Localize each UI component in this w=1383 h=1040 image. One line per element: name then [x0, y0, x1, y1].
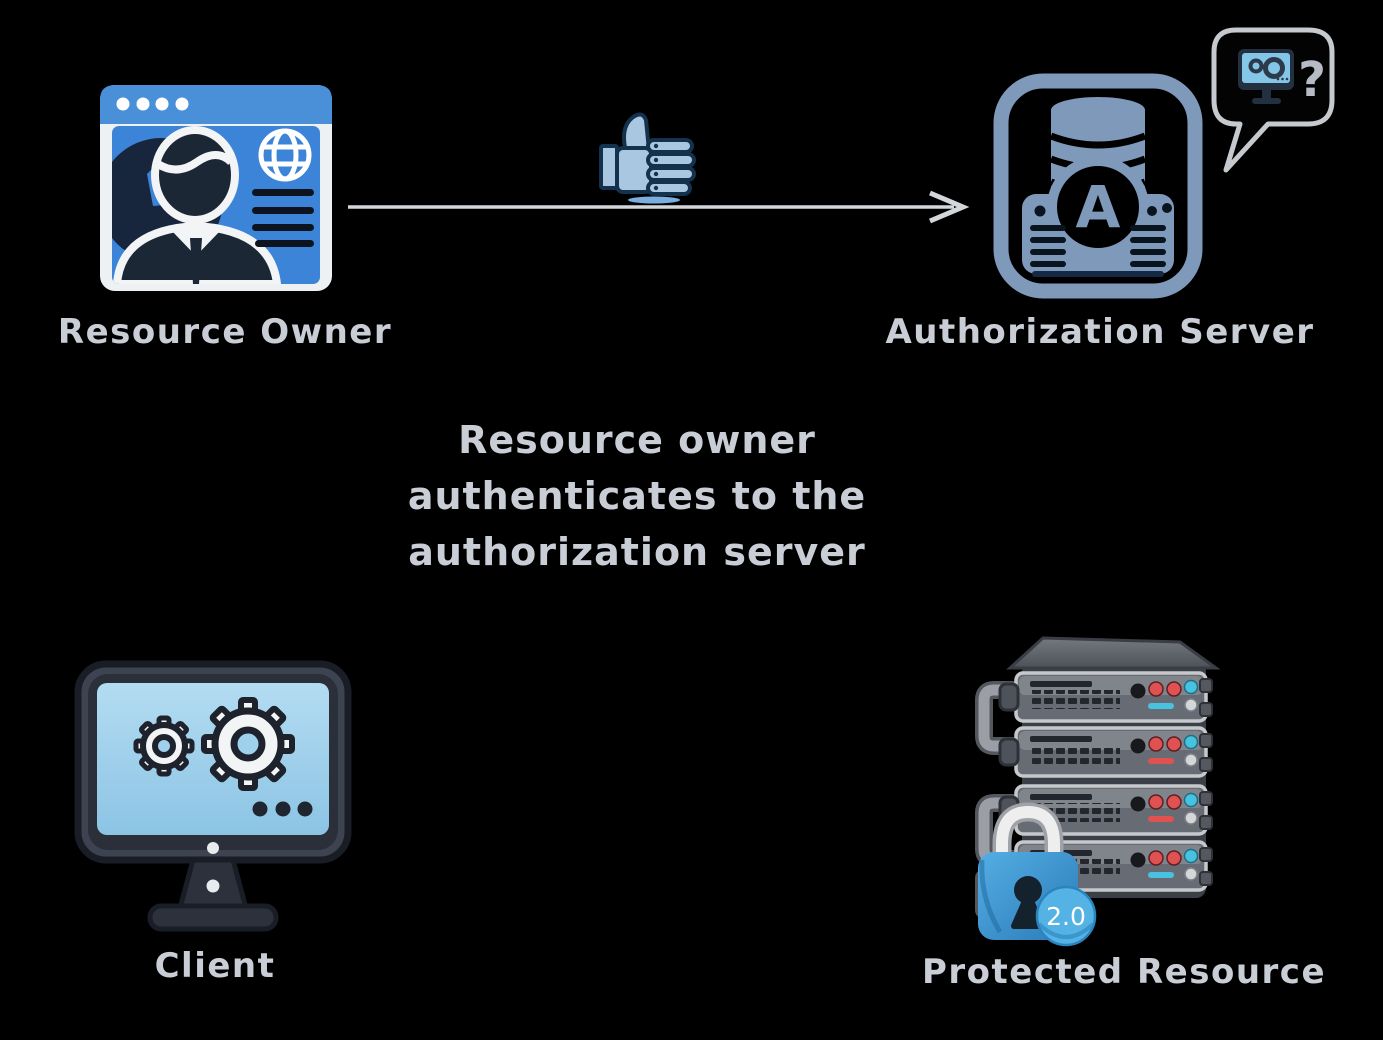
flow-annotation: Resource owner authenticates to the auth…: [337, 412, 937, 580]
auth-server-border: [993, 73, 1203, 299]
globe-icon: [258, 128, 312, 182]
browser-header: [100, 85, 332, 124]
small-gear-icon: [133, 715, 195, 777]
protected-resource-label: Protected Resource: [921, 952, 1327, 992]
monitor-gears-icon: [1238, 49, 1294, 104]
letter-a-ring: [1047, 156, 1149, 258]
user-hair-line: [155, 151, 234, 174]
browser-header-dots: [116, 97, 189, 111]
flow-arrow-icon: [348, 190, 970, 224]
server-stack-icon: 2.0: [975, 636, 1221, 947]
rack-top: [1006, 636, 1221, 670]
text-lines: [252, 189, 314, 247]
client-label: Client: [154, 946, 276, 986]
resource-owner-label: Resource Owner: [57, 312, 393, 352]
user-tie: [190, 238, 202, 284]
annotation-line-1: Resource owner: [458, 418, 816, 462]
server-front-details: [1030, 203, 1172, 267]
browser-window-icon: [100, 85, 332, 291]
monitor-screen: [97, 683, 329, 835]
auth-server-icon: A: [993, 73, 1203, 299]
thumb-shadow: [628, 196, 680, 204]
version-badge: 2.0: [1035, 885, 1097, 947]
bezel-dot: [207, 842, 219, 854]
version-badge-text: 2.0: [1046, 902, 1086, 931]
letter-a: A: [1076, 173, 1121, 241]
annotation-line-2: authenticates to the: [407, 474, 867, 518]
big-gear-icon: [201, 697, 295, 791]
authorization-server-label: Authorization Server: [885, 312, 1315, 352]
annotation-line-3: authorization server: [408, 530, 866, 574]
screen-dots: [252, 801, 313, 817]
question-mark: ?: [1298, 52, 1326, 108]
finger-dots: [653, 143, 659, 191]
user-head: [151, 126, 239, 224]
speech-bubble: ?: [1211, 27, 1335, 173]
thumbs-up-icon: [599, 112, 696, 204]
client-monitor-icon: [74, 660, 352, 932]
monitor-base: [147, 903, 279, 932]
server-front-shadow: [1032, 271, 1164, 277]
